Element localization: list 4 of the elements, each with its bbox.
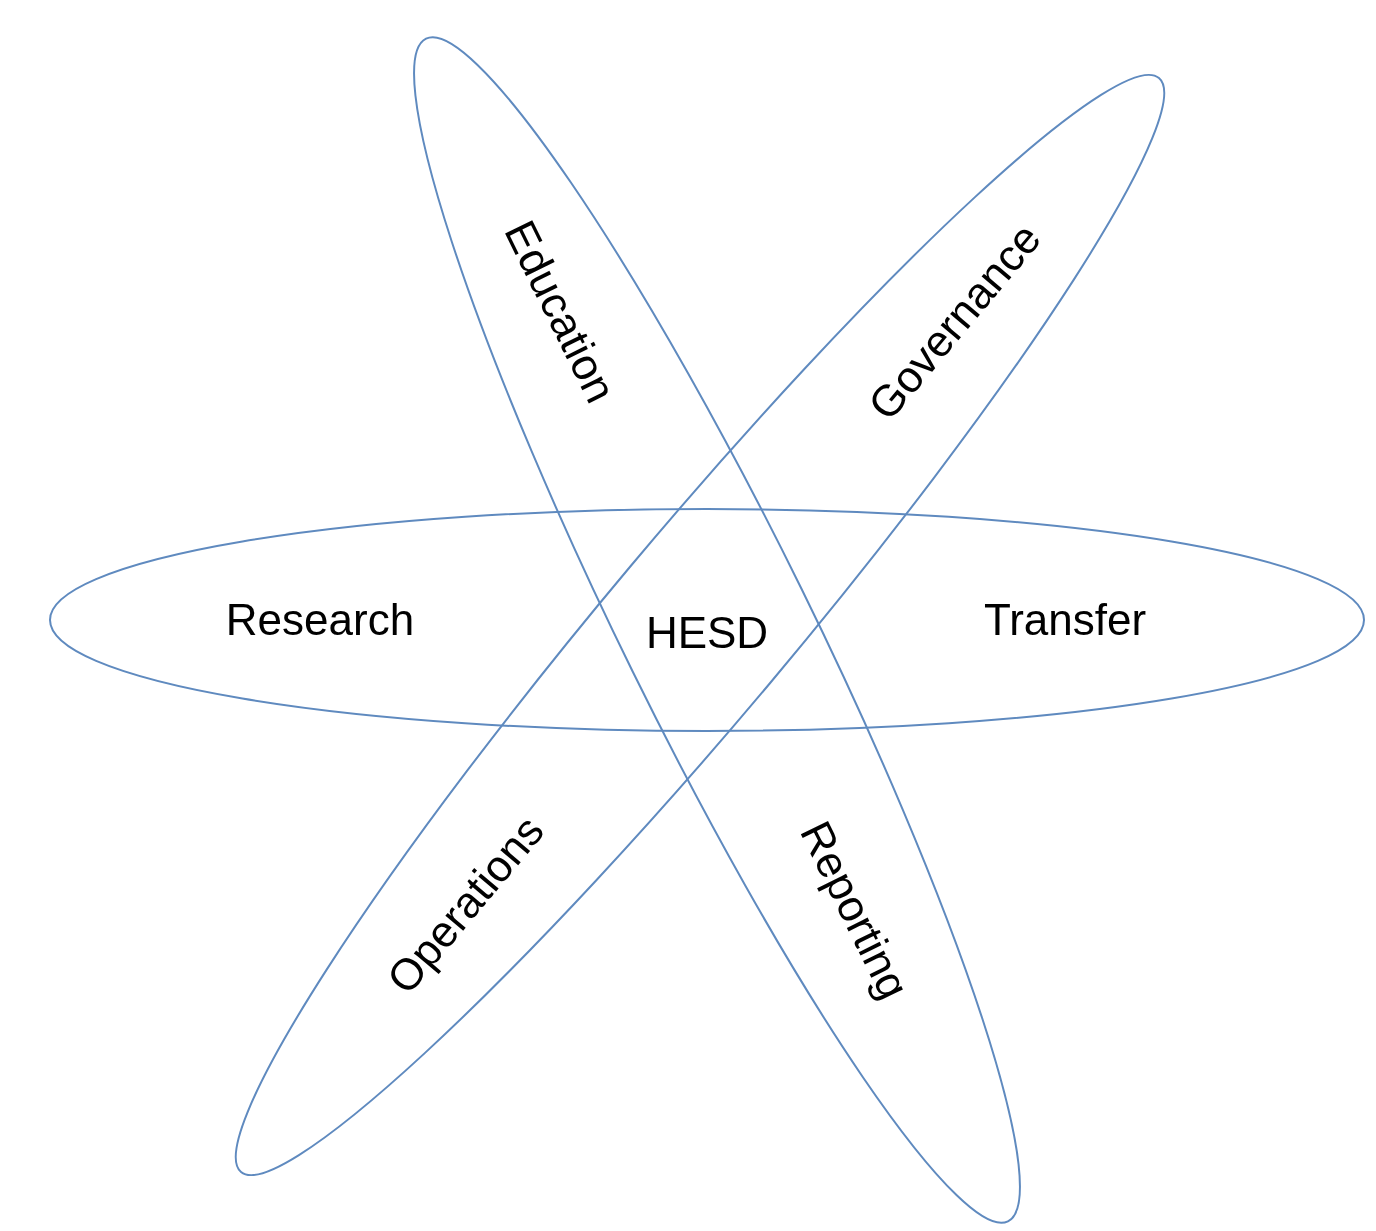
center-label: HESD: [645, 611, 769, 655]
ellipse: [49, 508, 1365, 732]
category-label: Research: [225, 598, 415, 642]
category-label: Transfer: [983, 598, 1147, 642]
